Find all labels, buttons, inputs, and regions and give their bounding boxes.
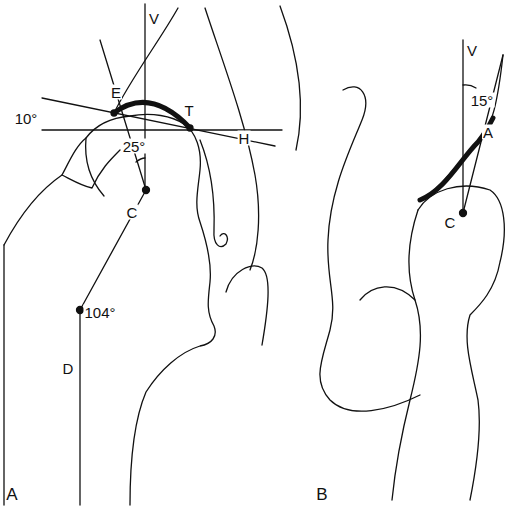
angle-arc — [463, 85, 476, 88]
point — [187, 125, 193, 131]
point — [460, 210, 467, 217]
femur-outline — [4, 114, 215, 505]
teardrop-outline — [200, 140, 227, 246]
angle-label: 10° — [14, 111, 39, 126]
pelvis-outline — [280, 6, 300, 150]
vertical-line — [462, 40, 463, 213]
point-label: E — [110, 85, 122, 100]
point-label: A — [482, 125, 494, 140]
point — [111, 110, 117, 116]
line-label: V — [466, 43, 478, 58]
point-label: C — [444, 215, 457, 230]
center-edge-line — [463, 55, 503, 213]
angle-label: 104° — [83, 305, 116, 320]
pelvis-outline — [320, 87, 420, 411]
trochanter-outline — [360, 287, 415, 300]
sourcil-line — [42, 98, 275, 146]
angle-arc — [136, 158, 145, 162]
angle-label: 15° — [470, 93, 495, 108]
head-outline — [86, 138, 104, 196]
femur-outline — [392, 210, 420, 500]
point — [143, 187, 150, 194]
line-label: V — [148, 11, 160, 26]
pelvis-outline — [205, 8, 259, 270]
ischium-outline — [226, 266, 268, 345]
line-label: H — [238, 131, 251, 146]
trochanter-outline — [62, 150, 120, 188]
femur-outline — [418, 186, 504, 500]
acetabulum-outline — [420, 55, 503, 200]
point-label: T — [183, 103, 194, 118]
point-label: C — [126, 205, 139, 220]
vertical-line — [144, 4, 145, 190]
shaft-axis-line — [79, 310, 80, 505]
angle-label: 25° — [122, 139, 147, 154]
neck-axis-line — [80, 190, 146, 310]
point — [77, 307, 84, 314]
sourcil-arc — [114, 102, 190, 128]
panel-label: A — [5, 486, 18, 503]
femur-outline — [3, 245, 4, 505]
acetabulum-outline — [114, 8, 178, 113]
line-label: D — [62, 361, 75, 376]
panel-label: B — [315, 486, 328, 503]
